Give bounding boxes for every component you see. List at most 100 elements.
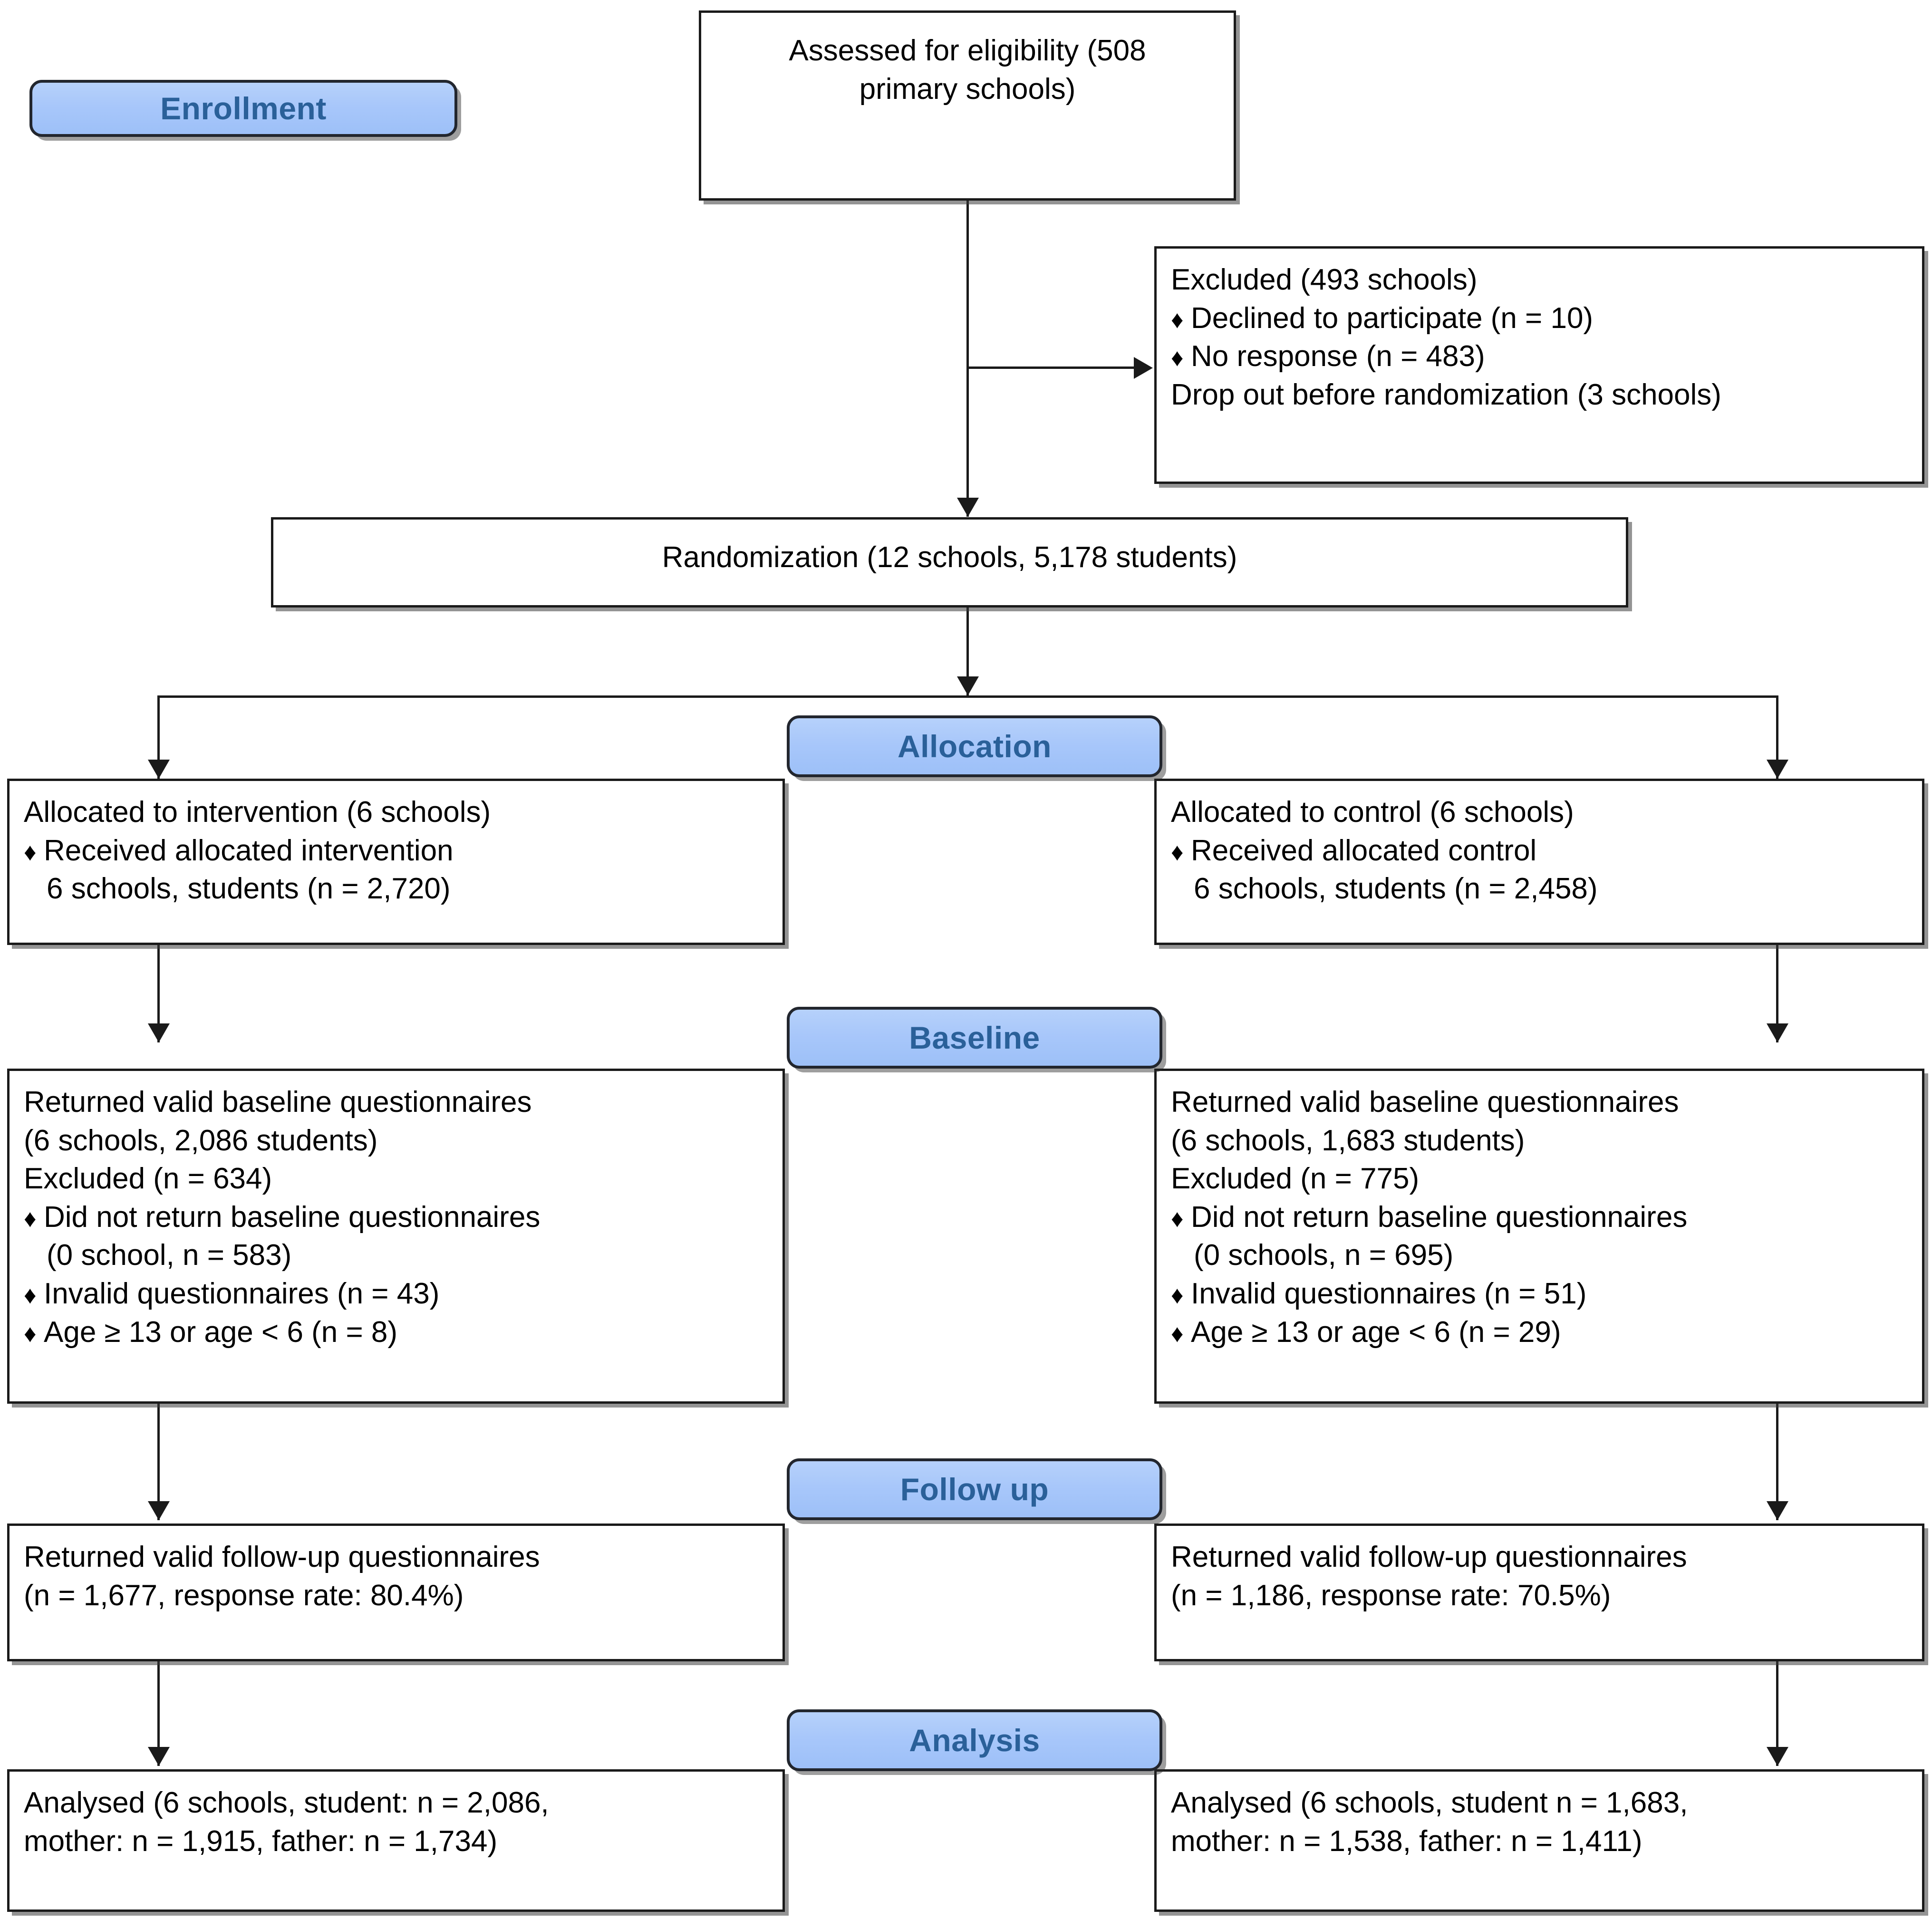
- baseline-right-line-1: Returned valid baseline questionnaires: [1171, 1086, 1679, 1119]
- connector-allocation-left-to-baseline: [157, 945, 160, 1042]
- arrowhead-split-left: [148, 760, 170, 779]
- baseline-right-bullet-1: Did not return baseline questionnaires: [1191, 1200, 1688, 1234]
- diamond-bullet-icon: ♦: [1171, 344, 1184, 372]
- stage-badge-followup: Follow up: [787, 1458, 1162, 1520]
- allocation-left-line-2: 6 schools, students (n = 2,720): [47, 872, 451, 906]
- stage-label-baseline: Baseline: [909, 1020, 1040, 1055]
- excluded-bullet-2: No response (n = 483): [1191, 340, 1485, 373]
- excluded-bullet-1: Declined to participate (n = 10): [1191, 301, 1594, 335]
- diamond-bullet-icon: ♦: [1171, 1320, 1184, 1348]
- box-baseline-intervention: Returned valid baseline questionnaires (…: [7, 1069, 785, 1404]
- box-assessed-for-eligibility: Assessed for eligibility (508 primary sc…: [699, 10, 1236, 201]
- diamond-bullet-icon: ♦: [1171, 1281, 1184, 1309]
- diamond-bullet-icon: ♦: [1171, 838, 1184, 866]
- arrowhead-randomization-down: [957, 676, 979, 695]
- arrowhead-assessed-to-randomization: [957, 498, 979, 517]
- excluded-bullet-1-row: ♦Declined to participate (n = 10): [1171, 299, 1908, 338]
- stage-badge-baseline: Baseline: [787, 1007, 1162, 1069]
- arrowhead-allocation-right-to-baseline: [1767, 1023, 1788, 1042]
- allocation-left-line-1: Allocated to intervention (6 schools): [24, 796, 491, 829]
- allocation-right-line-1: Allocated to control (6 schools): [1171, 796, 1574, 829]
- baseline-left-line-2: (6 schools, 2,086 students): [24, 1124, 378, 1157]
- connector-followup-left-to-analysis: [157, 1661, 160, 1766]
- arrowhead-followup-right-to-analysis: [1767, 1747, 1788, 1766]
- followup-right-line-2: (n = 1,186, response rate: 70.5%): [1171, 1579, 1611, 1612]
- stage-label-enrollment: Enrollment: [160, 91, 327, 126]
- connector-followup-right-to-analysis: [1776, 1661, 1778, 1766]
- arrowhead-baseline-left-to-followup: [148, 1501, 170, 1520]
- connector-baseline-right-to-followup: [1776, 1404, 1778, 1520]
- allocation-left-line-2-row: 6 schools, students (n = 2,720): [24, 870, 768, 908]
- baseline-right-bullet-1-row: ♦Did not return baseline questionnaires: [1171, 1198, 1908, 1237]
- stage-badge-allocation: Allocation: [787, 715, 1162, 777]
- baseline-left-bullet-3-row: ♦Age ≥ 13 or age < 6 (n = 8): [24, 1313, 768, 1352]
- diamond-bullet-icon: ♦: [24, 1205, 37, 1233]
- diamond-bullet-icon: ♦: [24, 1320, 37, 1348]
- allocation-right-bullet-1-row: ♦Received allocated control: [1171, 832, 1908, 870]
- baseline-right-bullet-3: Age ≥ 13 or age < 6 (n = 29): [1191, 1315, 1561, 1349]
- baseline-right-bullet-3-row: ♦Age ≥ 13 or age < 6 (n = 29): [1171, 1313, 1908, 1352]
- baseline-left-bullet-1: Did not return baseline questionnaires: [44, 1200, 541, 1234]
- analysis-right-line-1: Analysed (6 schools, student n = 1,683,: [1171, 1786, 1688, 1819]
- allocation-left-bullet-1: Received allocated intervention: [44, 834, 454, 867]
- box-analysed-intervention: Analysed (6 schools, student: n = 2,086,…: [7, 1769, 785, 1912]
- baseline-left-line-3: Excluded (n = 634): [24, 1162, 272, 1196]
- analysis-right-line-2: mother: n = 1,538, father: n = 1,411): [1171, 1824, 1642, 1858]
- baseline-left-bullet-1-cont-row: (0 school, n = 583): [24, 1236, 768, 1275]
- baseline-right-bullet-1-cont-row: (0 schools, n = 695): [1171, 1236, 1908, 1275]
- stage-badge-analysis: Analysis: [787, 1709, 1162, 1771]
- diamond-bullet-icon: ♦: [24, 1281, 37, 1309]
- connector-baseline-left-to-followup: [157, 1404, 160, 1520]
- box-excluded: Excluded (493 schools) ♦Declined to part…: [1154, 246, 1924, 484]
- analysis-left-line-2: mother: n = 1,915, father: n = 1,734): [24, 1824, 498, 1858]
- assessed-line-1: Assessed for eligibility (508: [789, 34, 1146, 67]
- randomization-line: Randomization (12 schools, 5,178 student…: [662, 541, 1237, 574]
- baseline-left-bullet-3: Age ≥ 13 or age < 6 (n = 8): [44, 1315, 398, 1349]
- connector-split-left: [157, 695, 160, 779]
- connector-allocation-right-to-baseline: [1776, 945, 1778, 1042]
- baseline-left-line-1: Returned valid baseline questionnaires: [24, 1086, 532, 1119]
- baseline-right-bullet-2: Invalid questionnaires (n = 51): [1191, 1277, 1587, 1310]
- arrowhead-followup-left-to-analysis: [148, 1747, 170, 1766]
- allocation-right-line-2: 6 schools, students (n = 2,458): [1194, 872, 1598, 906]
- diamond-bullet-icon: ♦: [1171, 306, 1184, 334]
- stage-label-followup: Follow up: [900, 1472, 1049, 1507]
- diamond-bullet-icon: ♦: [1171, 1205, 1184, 1233]
- excluded-line-1: Excluded (493 schools): [1171, 263, 1478, 296]
- split-bar-allocation: [157, 695, 1776, 698]
- box-baseline-control: Returned valid baseline questionnaires (…: [1154, 1069, 1924, 1404]
- arrowhead-split-right: [1767, 760, 1788, 779]
- diamond-bullet-icon: ♦: [24, 838, 37, 866]
- allocation-left-bullet-1-row: ♦Received allocated intervention: [24, 832, 768, 870]
- connector-assessed-to-randomization: [966, 201, 969, 517]
- connector-split-right: [1776, 695, 1778, 779]
- allocation-right-line-2-row: 6 schools, students (n = 2,458): [1171, 870, 1908, 908]
- box-followup-control: Returned valid follow-up questionnaires …: [1154, 1524, 1924, 1661]
- followup-left-line-2: (n = 1,677, response rate: 80.4%): [24, 1579, 464, 1612]
- box-randomization: Randomization (12 schools, 5,178 student…: [271, 517, 1628, 608]
- box-followup-intervention: Returned valid follow-up questionnaires …: [7, 1524, 785, 1661]
- arrowhead-baseline-right-to-followup: [1767, 1501, 1788, 1520]
- arrowhead-allocation-left-to-baseline: [148, 1023, 170, 1042]
- followup-right-line-1: Returned valid follow-up questionnaires: [1171, 1541, 1687, 1573]
- analysis-left-line-1: Analysed (6 schools, student: n = 2,086,: [24, 1786, 549, 1819]
- assessed-line-2: primary schools): [859, 72, 1076, 106]
- baseline-right-line-2: (6 schools, 1,683 students): [1171, 1124, 1525, 1157]
- baseline-left-bullet-2-row: ♦Invalid questionnaires (n = 43): [24, 1275, 768, 1313]
- baseline-left-bullet-1-row: ♦Did not return baseline questionnaires: [24, 1198, 768, 1237]
- baseline-right-bullet-1-cont: (0 schools, n = 695): [1194, 1239, 1454, 1272]
- box-allocated-intervention: Allocated to intervention (6 schools) ♦R…: [7, 779, 785, 945]
- box-allocated-control: Allocated to control (6 schools) ♦Receiv…: [1154, 779, 1924, 945]
- stage-label-allocation: Allocation: [897, 729, 1052, 764]
- stage-badge-enrollment: Enrollment: [29, 80, 457, 137]
- stage-label-analysis: Analysis: [909, 1723, 1040, 1758]
- followup-left-line-1: Returned valid follow-up questionnaires: [24, 1541, 540, 1573]
- connector-randomization-down: [966, 608, 969, 695]
- baseline-right-line-3: Excluded (n = 775): [1171, 1162, 1420, 1196]
- allocation-right-bullet-1: Received allocated control: [1191, 834, 1537, 867]
- baseline-right-bullet-2-row: ♦Invalid questionnaires (n = 51): [1171, 1275, 1908, 1313]
- box-analysed-control: Analysed (6 schools, student n = 1,683, …: [1154, 1769, 1924, 1912]
- excluded-line-2: Drop out before randomization (3 schools…: [1171, 378, 1721, 411]
- baseline-left-bullet-1-cont: (0 school, n = 583): [47, 1239, 292, 1272]
